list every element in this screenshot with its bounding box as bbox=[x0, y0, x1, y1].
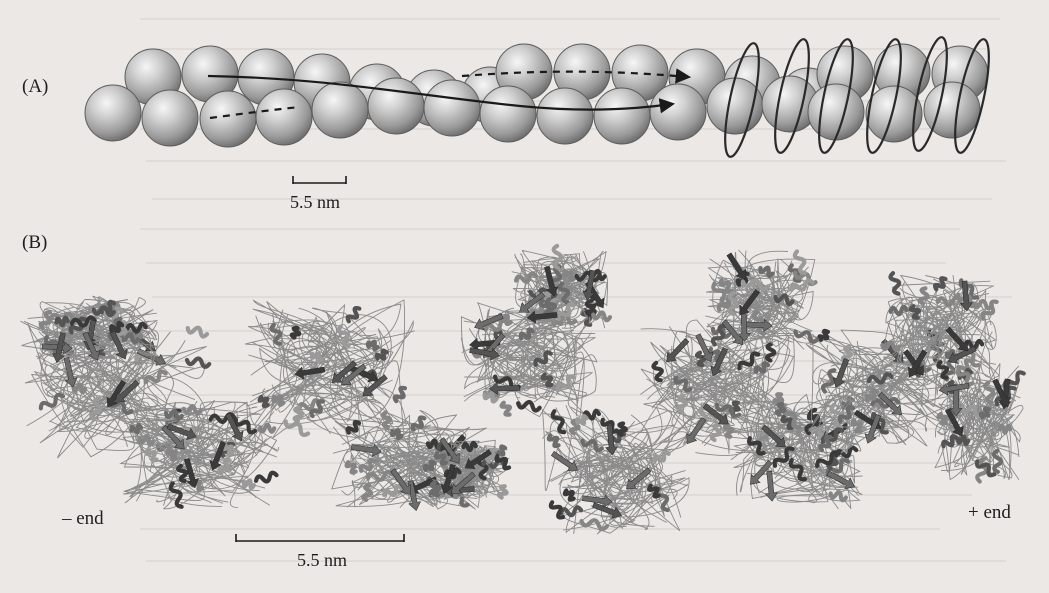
alpha-helix-ribbon bbox=[243, 479, 255, 489]
panel-a-label: (A) bbox=[22, 76, 48, 98]
alpha-helix-ribbon bbox=[255, 472, 277, 484]
alpha-helix-ribbon bbox=[517, 400, 540, 411]
alpha-helix-ribbon bbox=[548, 433, 562, 447]
alpha-helix-ribbon bbox=[186, 357, 209, 368]
alpha-helix-ribbon bbox=[498, 485, 508, 498]
alpha-helix-ribbon bbox=[576, 415, 588, 426]
alpha-helix-ribbon bbox=[345, 460, 358, 474]
actin-monomer-bead bbox=[707, 78, 763, 134]
actin-monomer-bead bbox=[256, 89, 312, 145]
actin-monomer-bead bbox=[650, 84, 706, 140]
actin-monomer-bead bbox=[424, 80, 480, 136]
actin-monomer-bead bbox=[200, 91, 256, 147]
actin-monomer-bead bbox=[312, 82, 368, 138]
actin-monomer-bead bbox=[537, 88, 593, 144]
alpha-helix-ribbon bbox=[653, 362, 664, 381]
scale-bar-b bbox=[236, 534, 404, 542]
beta-strand-arrow bbox=[763, 471, 778, 502]
actin-monomer-bead bbox=[594, 88, 650, 144]
panel-b-label: (B) bbox=[22, 232, 47, 254]
actin-ribbon-structure bbox=[20, 246, 1025, 534]
actin-monomer-bead bbox=[142, 90, 198, 146]
alpha-helix-ribbon bbox=[1000, 426, 1010, 433]
beta-strand-arrow bbox=[60, 356, 78, 388]
actin-monomer-bead bbox=[85, 85, 141, 141]
alpha-helix-ribbon bbox=[501, 401, 513, 416]
actin-monomer-bead bbox=[808, 84, 864, 140]
minus-end-label: – end bbox=[62, 508, 104, 530]
alpha-helix-ribbon bbox=[910, 305, 921, 319]
alpha-helix-ribbon bbox=[767, 344, 775, 361]
scale-label-a: 5.5 nm bbox=[290, 192, 340, 213]
actin-monomer-bead bbox=[368, 78, 424, 134]
actin-monomer-bead bbox=[480, 86, 536, 142]
scale-label-b: 5.5 nm bbox=[297, 550, 347, 571]
alpha-helix-ribbon bbox=[187, 325, 208, 338]
alpha-helix-ribbon bbox=[830, 490, 847, 501]
alpha-helix-ribbon bbox=[920, 288, 929, 304]
alpha-helix-ribbon bbox=[391, 428, 403, 439]
scale-bar-a bbox=[293, 176, 346, 184]
alpha-helix-ribbon bbox=[890, 272, 902, 294]
plus-end-label: + end bbox=[968, 502, 1011, 524]
